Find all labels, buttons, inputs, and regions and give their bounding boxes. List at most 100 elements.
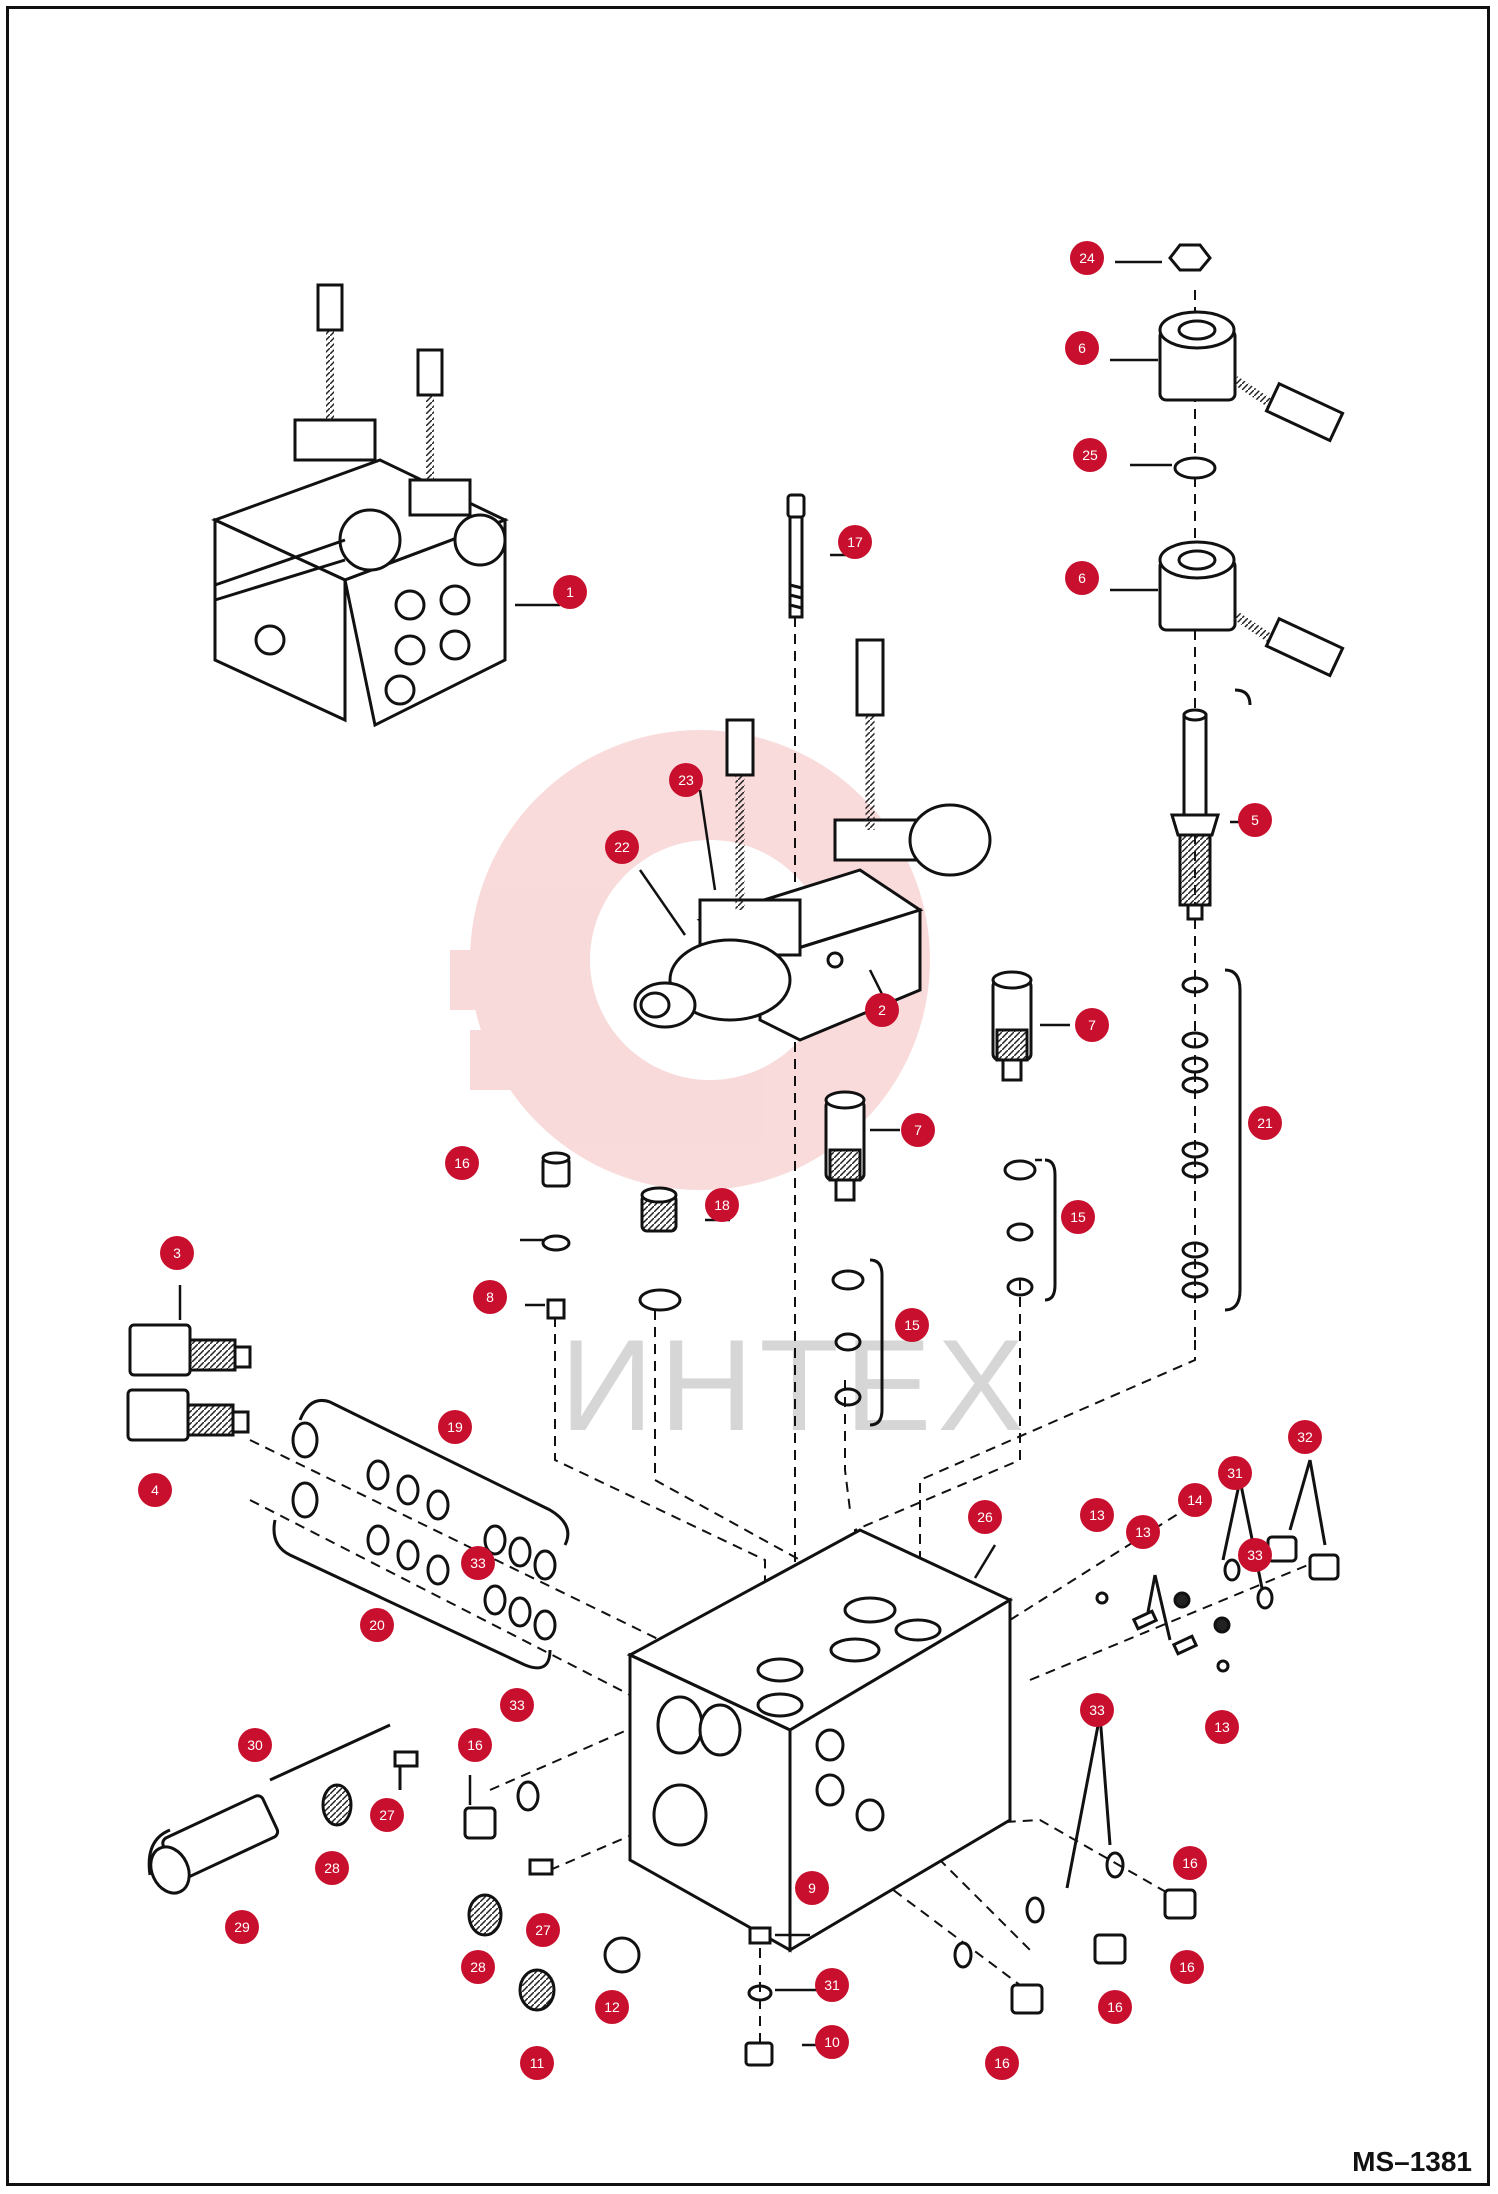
callout-number: 33 bbox=[1089, 1702, 1105, 1718]
callout-marker bbox=[370, 1798, 404, 1832]
callout-number: 22 bbox=[614, 839, 630, 855]
callout-marker bbox=[795, 1871, 829, 1905]
callout-number: 16 bbox=[1107, 1999, 1123, 2015]
assembly-lines bbox=[249, 290, 1321, 2060]
fittings-and-seals bbox=[126, 1323, 570, 1670]
callout-33: 33 bbox=[1238, 1538, 1272, 1572]
callout-number: 7 bbox=[1088, 1017, 1096, 1033]
callout-1: 1 bbox=[553, 575, 587, 609]
callout-marker bbox=[461, 1546, 495, 1580]
callout-number: 17 bbox=[847, 534, 863, 550]
callout-number: 33 bbox=[1247, 1547, 1263, 1563]
callout-number: 5 bbox=[1251, 812, 1259, 828]
callout-marker bbox=[865, 993, 899, 1027]
callout-number: 6 bbox=[1078, 570, 1086, 586]
callout-11: 11 bbox=[520, 2046, 554, 2080]
callout-25: 25 bbox=[1073, 438, 1107, 472]
valve-assembly-view bbox=[211, 283, 509, 728]
callout-7: 7 bbox=[1075, 1008, 1109, 1042]
callout-marker bbox=[895, 1308, 929, 1342]
callout-marker bbox=[838, 525, 872, 559]
callout-number: 18 bbox=[714, 1197, 730, 1213]
callout-marker bbox=[458, 1728, 492, 1762]
callout-number: 15 bbox=[1070, 1209, 1086, 1225]
callout-number: 16 bbox=[454, 1155, 470, 1171]
callout-number: 16 bbox=[467, 1737, 483, 1753]
callout-24: 24 bbox=[1070, 241, 1104, 275]
callout-2: 2 bbox=[865, 993, 899, 1027]
callout-13: 13 bbox=[1126, 1515, 1160, 1549]
callout-10: 10 bbox=[815, 2025, 849, 2059]
callout-marker bbox=[315, 1851, 349, 1885]
callout-28: 28 bbox=[461, 1950, 495, 1984]
callout-number: 7 bbox=[914, 1122, 922, 1138]
callout-4: 4 bbox=[138, 1473, 172, 1507]
callout-marker bbox=[1288, 1420, 1322, 1454]
callout-layer: 1234566778910111213131314151516161616161… bbox=[138, 241, 1322, 2080]
callout-marker bbox=[1126, 1515, 1160, 1549]
callout-number: 12 bbox=[604, 1999, 620, 2015]
callout-marker bbox=[901, 1113, 935, 1147]
callout-marker bbox=[225, 1910, 259, 1944]
callout-number: 19 bbox=[447, 1419, 463, 1435]
callout-number: 16 bbox=[994, 2055, 1010, 2071]
callout-16: 16 bbox=[1170, 1950, 1204, 1984]
plugs-and-rings bbox=[541, 1151, 682, 1320]
callout-marker bbox=[138, 1473, 172, 1507]
callout-marker bbox=[605, 830, 639, 864]
callout-number: 31 bbox=[824, 1977, 840, 1993]
callout-number: 25 bbox=[1082, 447, 1098, 463]
callout-marker bbox=[1218, 1456, 1252, 1490]
callout-number: 13 bbox=[1214, 1719, 1230, 1735]
callout-21: 21 bbox=[1248, 1106, 1282, 1140]
callout-31: 31 bbox=[815, 1968, 849, 2002]
callout-marker bbox=[473, 1280, 507, 1314]
callout-marker bbox=[1170, 1950, 1204, 1984]
callout-15: 15 bbox=[895, 1308, 929, 1342]
callout-number: 13 bbox=[1135, 1524, 1151, 1540]
callout-number: 9 bbox=[808, 1880, 816, 1896]
solenoid-valve-body bbox=[633, 638, 992, 1042]
callout-number: 33 bbox=[470, 1555, 486, 1571]
callout-number: 4 bbox=[151, 1482, 159, 1498]
callout-marker bbox=[1080, 1693, 1114, 1727]
callout-marker bbox=[438, 1410, 472, 1444]
callout-marker bbox=[1238, 803, 1272, 837]
callout-26: 26 bbox=[968, 1500, 1002, 1534]
callout-marker bbox=[1238, 1538, 1272, 1572]
callout-19: 19 bbox=[438, 1410, 472, 1444]
callout-13: 13 bbox=[1205, 1710, 1239, 1744]
callout-marker bbox=[500, 1688, 534, 1722]
callout-22: 22 bbox=[605, 830, 639, 864]
callout-marker bbox=[160, 1236, 194, 1270]
callout-number: 28 bbox=[324, 1860, 340, 1876]
callout-number: 6 bbox=[1078, 340, 1086, 356]
callout-marker bbox=[445, 1146, 479, 1180]
callout-number: 27 bbox=[379, 1807, 395, 1823]
callout-14: 14 bbox=[1178, 1483, 1212, 1517]
callout-15: 15 bbox=[1061, 1200, 1095, 1234]
callout-number: 29 bbox=[234, 1919, 250, 1935]
callout-number: 8 bbox=[486, 1289, 494, 1305]
callout-number: 24 bbox=[1079, 250, 1095, 266]
solenoid-stack bbox=[1158, 243, 1345, 921]
callout-7: 7 bbox=[901, 1113, 935, 1147]
diagram-border bbox=[6, 6, 1490, 2186]
callout-6: 6 bbox=[1065, 331, 1099, 365]
callout-marker bbox=[1061, 1200, 1095, 1234]
callout-29: 29 bbox=[225, 1910, 259, 1944]
callout-number: 13 bbox=[1089, 1507, 1105, 1523]
callout-28: 28 bbox=[315, 1851, 349, 1885]
watermark-text: ИНТЕХ bbox=[560, 1312, 1031, 1458]
callout-number: 26 bbox=[977, 1509, 993, 1525]
bolt-part bbox=[786, 493, 806, 619]
callout-marker bbox=[1065, 331, 1099, 365]
callout-13: 13 bbox=[1080, 1498, 1114, 1532]
callout-16: 16 bbox=[985, 2046, 1019, 2080]
callout-31: 31 bbox=[1218, 1456, 1252, 1490]
callout-8: 8 bbox=[473, 1280, 507, 1314]
callout-marker bbox=[461, 1950, 495, 1984]
callout-marker bbox=[1098, 1990, 1132, 2024]
callout-marker bbox=[1075, 1008, 1109, 1042]
callout-32: 32 bbox=[1288, 1420, 1322, 1454]
